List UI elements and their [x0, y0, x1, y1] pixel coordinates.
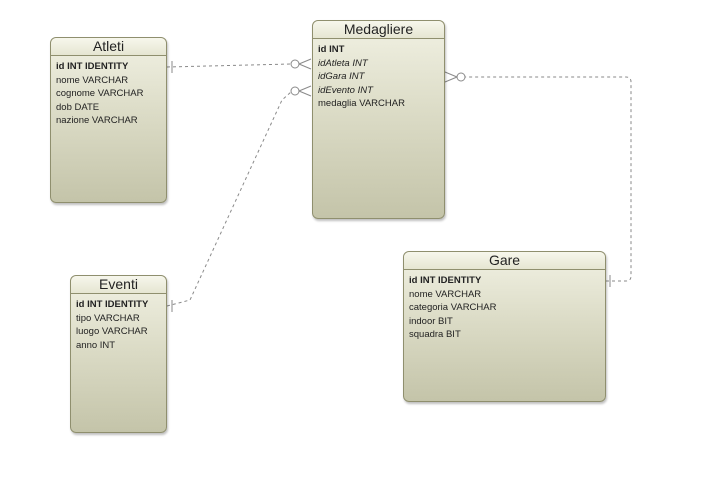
- field-foreign-key[interactable]: idAtleta INT: [318, 57, 368, 69]
- field[interactable]: cognome VARCHAR: [56, 88, 144, 99]
- table-title: Eventi: [71, 276, 166, 294]
- field[interactable]: categoria VARCHAR: [409, 302, 497, 313]
- crowfoot-marker: [444, 71, 458, 83]
- field-primary-key[interactable]: id INT IDENTITY: [76, 299, 149, 310]
- field[interactable]: nazione VARCHAR: [56, 115, 138, 126]
- table-eventi[interactable]: Eventi id INT IDENTITY tipo VARCHAR luog…: [70, 275, 167, 433]
- field[interactable]: tipo VARCHAR: [76, 312, 140, 324]
- field-primary-key[interactable]: id INT IDENTITY: [409, 275, 482, 286]
- zero-marker: [290, 86, 300, 96]
- crowfoot-marker: [298, 58, 312, 70]
- field[interactable]: nome VARCHAR: [56, 74, 129, 86]
- table-title: Gare: [404, 252, 605, 270]
- relationship-eventi-medagliere[interactable]: [166, 91, 292, 307]
- table-gare[interactable]: Gare id INT IDENTITY nome VARCHAR catego…: [403, 251, 606, 402]
- field-primary-key[interactable]: id INT: [318, 44, 345, 55]
- field[interactable]: dob DATE: [56, 101, 100, 113]
- field[interactable]: nome VARCHAR: [409, 288, 482, 300]
- zero-marker: [290, 59, 300, 69]
- table-medagliere[interactable]: Medagliere id INT idAtleta INT idGara IN…: [312, 20, 445, 219]
- field[interactable]: luogo VARCHAR: [76, 326, 148, 337]
- table-title: Medagliere: [313, 21, 444, 39]
- relationship-gare-medagliere[interactable]: [465, 76, 632, 282]
- table-atleti[interactable]: Atleti id INT IDENTITY nome VARCHAR cogn…: [50, 37, 167, 203]
- field[interactable]: indoor BIT: [409, 315, 453, 327]
- field-foreign-key[interactable]: idEvento INT: [318, 84, 373, 96]
- relationship-atleti-medagliere[interactable]: [166, 63, 292, 68]
- zero-marker: [456, 72, 466, 82]
- field-primary-key[interactable]: id INT IDENTITY: [56, 61, 129, 72]
- field[interactable]: medaglia VARCHAR: [318, 98, 405, 109]
- field[interactable]: squadra BIT: [409, 329, 461, 340]
- field-foreign-key[interactable]: idGara INT: [318, 71, 365, 82]
- crowfoot-marker: [298, 85, 312, 97]
- field[interactable]: anno INT: [76, 339, 116, 351]
- table-title: Atleti: [51, 38, 166, 56]
